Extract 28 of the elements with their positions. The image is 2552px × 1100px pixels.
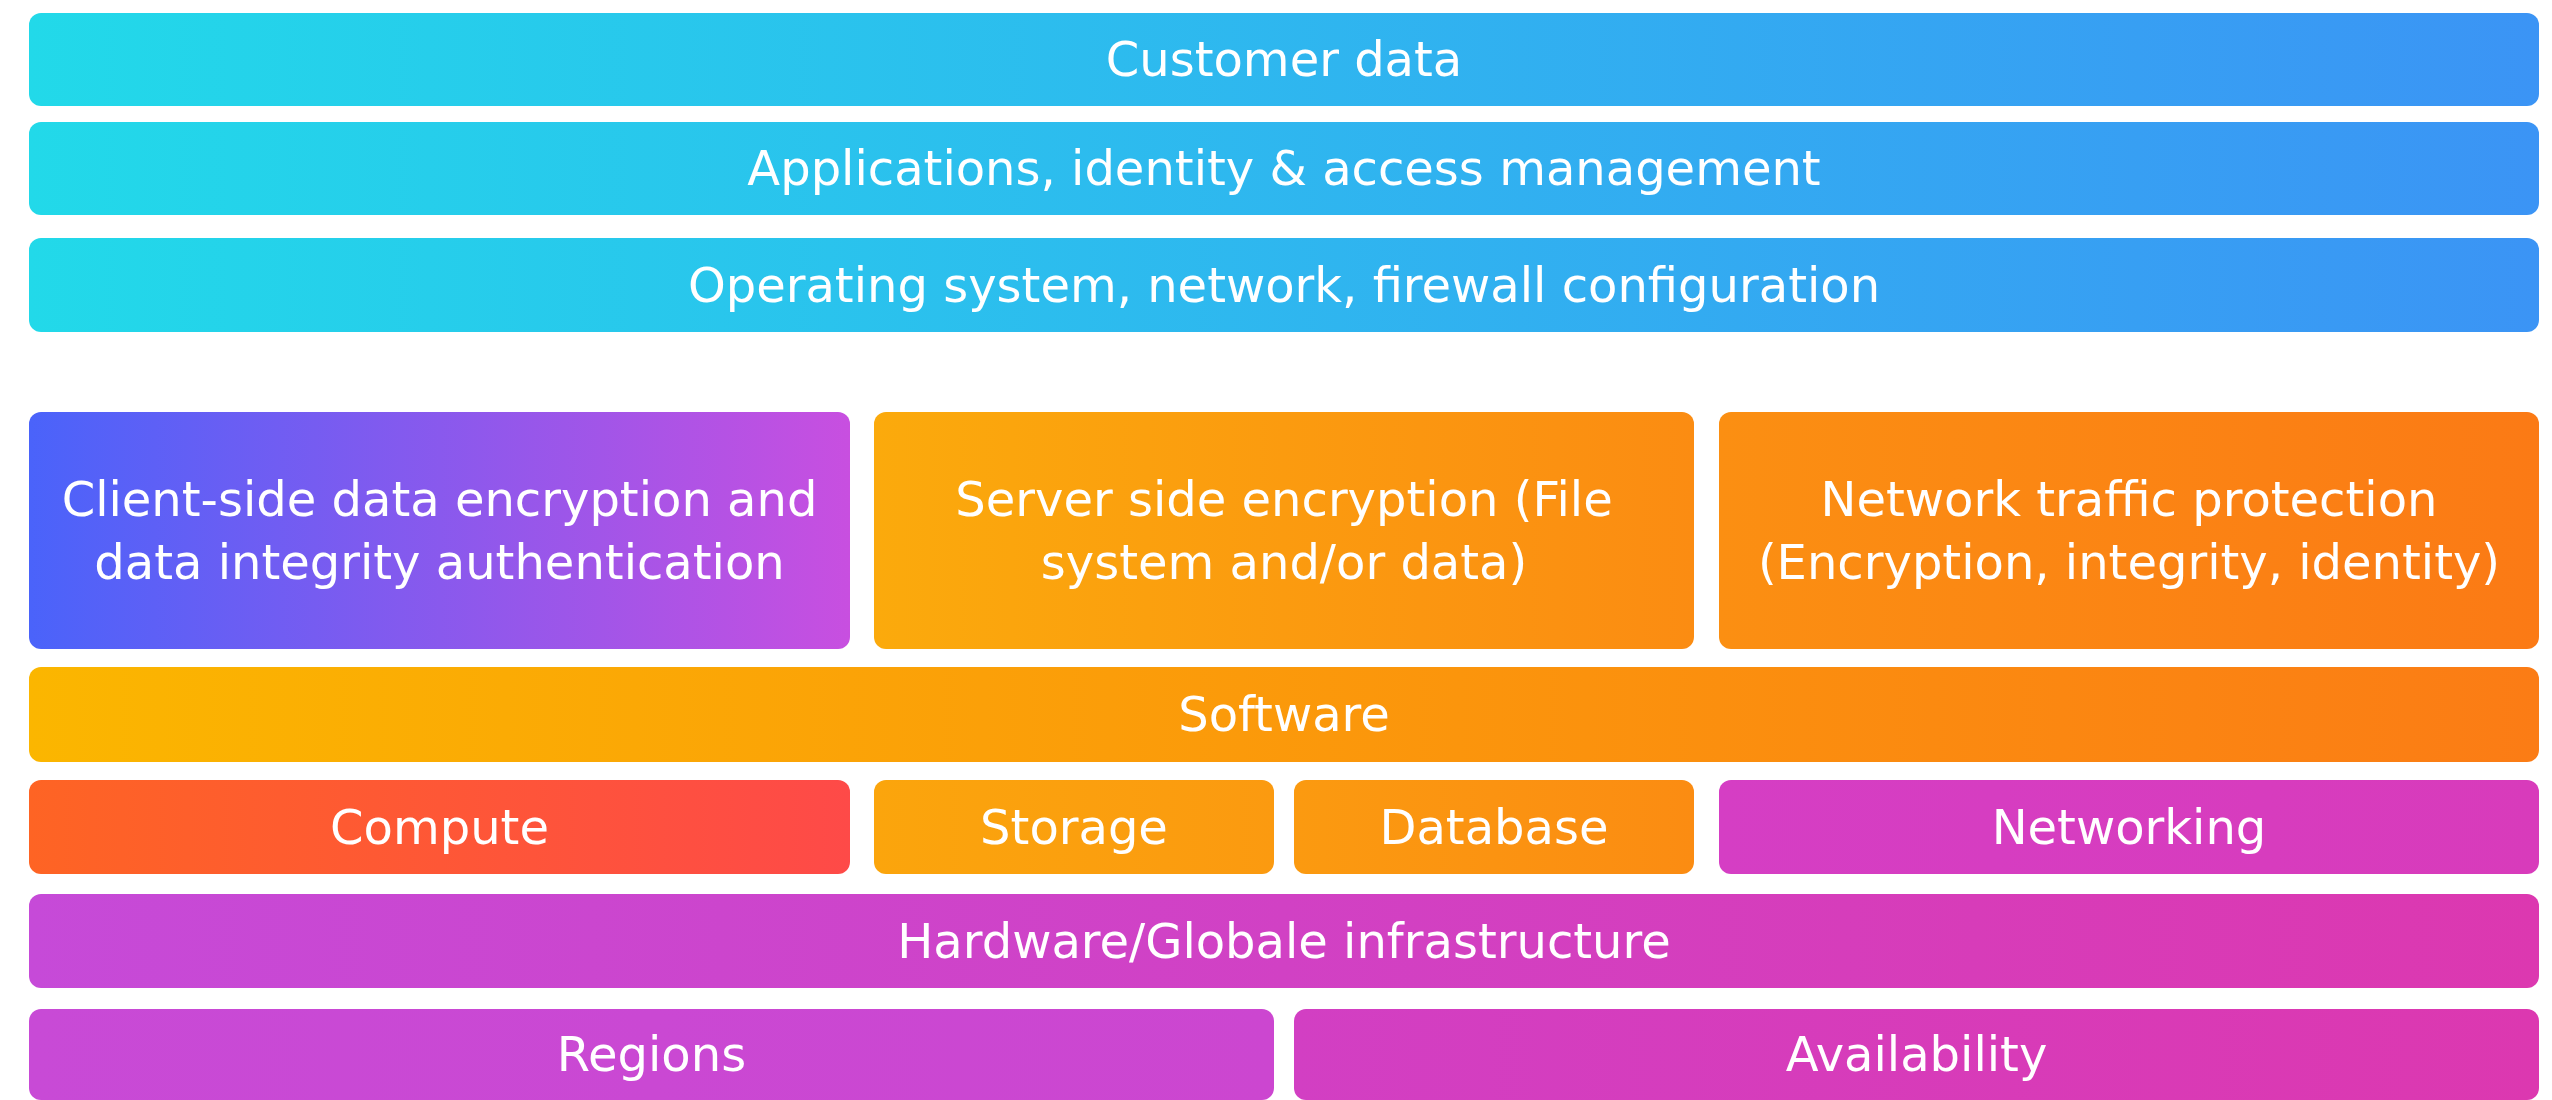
layer-label: Networking xyxy=(1991,797,2267,857)
layer-label: Hardware/Globale infrastructure xyxy=(897,911,1671,971)
layer-label: Regions xyxy=(556,1025,747,1085)
layer-label: Client-side data encryption and data integrity authentication xyxy=(60,470,819,592)
layer-bar xyxy=(29,13,2539,106)
layer-label: Software xyxy=(1178,685,1390,745)
layer-label: Applications, identity & access management xyxy=(747,139,1821,199)
encryption-panel xyxy=(29,412,850,649)
layer-label: Server side encryption (File system and/or data) xyxy=(954,470,1614,592)
layer-label: Customer data xyxy=(1105,30,1463,90)
service-block xyxy=(874,780,1274,874)
service-block xyxy=(29,780,850,874)
region-block xyxy=(29,1009,1274,1100)
layer-label: Operating system, network, firewall configuration xyxy=(687,255,1881,315)
layer-label: Availability xyxy=(1785,1025,2048,1085)
layer-bar xyxy=(29,894,2539,988)
layer-bar xyxy=(29,667,2539,762)
layer-label: Compute xyxy=(330,797,549,857)
encryption-panel xyxy=(874,412,1694,649)
encryption-panel xyxy=(1719,412,2539,649)
layer-label: Database xyxy=(1379,797,1609,857)
layer-bar xyxy=(29,122,2539,215)
layer-label: Storage xyxy=(980,797,1168,857)
service-block xyxy=(1294,780,1694,874)
region-block xyxy=(1294,1009,2539,1100)
service-block xyxy=(1719,780,2539,874)
layer-label: Network traffic protection (Encryption, integrity, identity) xyxy=(1756,470,2502,592)
layer-bar xyxy=(29,238,2539,332)
